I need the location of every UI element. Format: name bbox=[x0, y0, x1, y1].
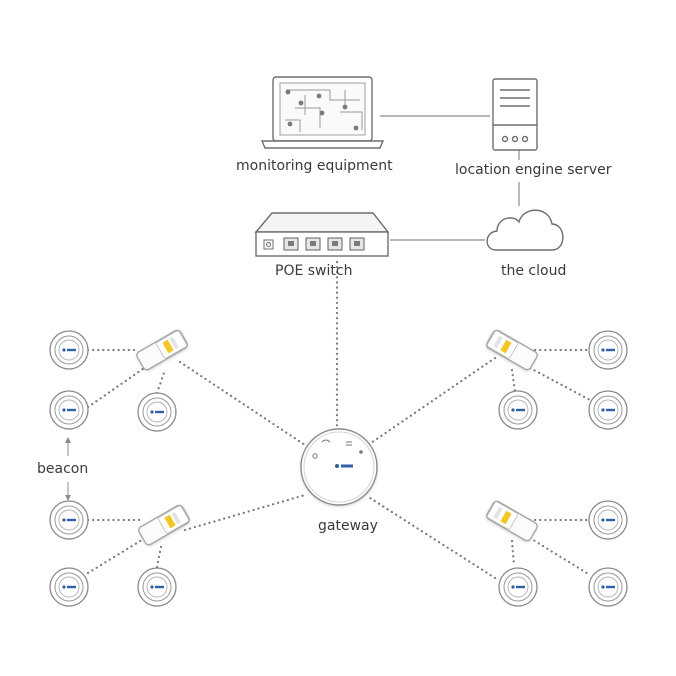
link-beacon-tag-bl-3 bbox=[155, 540, 164, 569]
beacon-device-icon bbox=[588, 390, 628, 430]
poe-switch-label: POE switch bbox=[275, 263, 353, 279]
server-icon bbox=[492, 78, 538, 151]
beacon-device-icon bbox=[588, 500, 628, 540]
beacon-device-icon bbox=[137, 567, 177, 607]
link-beacon-tag-tl-2 bbox=[86, 362, 152, 409]
solid-connections bbox=[380, 115, 520, 241]
location-engine-server-label: location engine server bbox=[455, 162, 612, 178]
cloud-icon bbox=[486, 209, 564, 251]
gateway-label: gateway bbox=[318, 518, 378, 534]
beacon-device-icon bbox=[49, 500, 89, 540]
link-tag-bl-gateway bbox=[183, 493, 307, 532]
tag-device-bottom-left bbox=[138, 504, 190, 546]
cloud-label: the cloud bbox=[501, 263, 567, 279]
dotted-connections bbox=[86, 260, 592, 580]
tag-device-bottom-right bbox=[486, 500, 538, 542]
monitoring-equipment-label: monitoring equipment bbox=[236, 158, 393, 174]
tag-device-top-right bbox=[486, 329, 538, 371]
link-beacon-tag-bl-2 bbox=[86, 533, 152, 575]
beacon-device-icon bbox=[588, 567, 628, 607]
beacon-device-icon bbox=[588, 330, 628, 370]
link-beacon-tag-br-3 bbox=[510, 539, 516, 568]
poe-switch-icon bbox=[254, 212, 390, 257]
tag-device-top-left bbox=[136, 329, 188, 371]
link-tag-br-gateway bbox=[368, 496, 497, 580]
beacon-device-icon bbox=[49, 390, 89, 430]
beacon-arrows bbox=[65, 437, 71, 501]
link-beacon-tag-tr-2 bbox=[528, 366, 592, 402]
beacon-device-icon bbox=[498, 567, 538, 607]
beacons bbox=[49, 330, 628, 607]
beacon-label: beacon bbox=[37, 461, 89, 477]
link-tag-tr-gateway bbox=[366, 356, 497, 447]
beacon-device-icon bbox=[49, 567, 89, 607]
beacon-device-icon bbox=[49, 330, 89, 370]
link-beacon-tag-br-2 bbox=[528, 536, 592, 577]
beacon-device-icon bbox=[498, 390, 538, 430]
link-beacon-tag-tl-3 bbox=[155, 368, 167, 395]
beacon-device-icon bbox=[137, 392, 177, 432]
link-tag-tl-gateway bbox=[178, 360, 307, 447]
laptop-icon bbox=[260, 76, 385, 149]
gateway-icon bbox=[300, 428, 378, 506]
link-beacon-tag-tr-3 bbox=[510, 368, 517, 394]
